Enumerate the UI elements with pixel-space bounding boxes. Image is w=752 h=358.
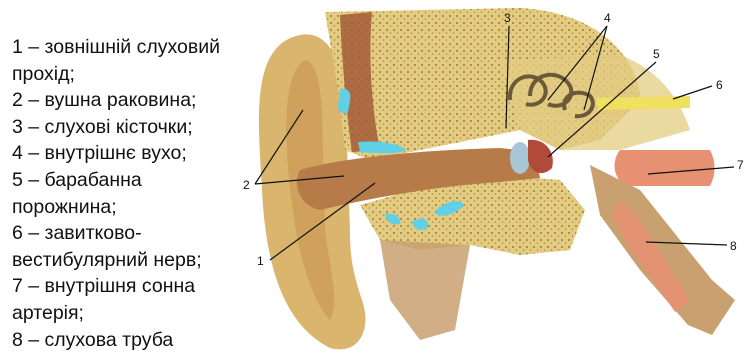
tympanic-membrane xyxy=(510,142,530,174)
callout-2: 2 xyxy=(243,178,250,192)
callout-3: 3 xyxy=(504,11,511,25)
callout-5: 5 xyxy=(653,47,660,61)
callout-8: 8 xyxy=(730,239,737,253)
callout-4: 4 xyxy=(604,11,611,25)
auditory-tube xyxy=(590,165,735,335)
callout-6: 6 xyxy=(716,78,723,92)
callout-7: 7 xyxy=(737,158,744,172)
callout-1: 1 xyxy=(257,254,264,268)
mandible-region xyxy=(380,240,470,340)
internal-carotid-artery xyxy=(615,150,715,186)
